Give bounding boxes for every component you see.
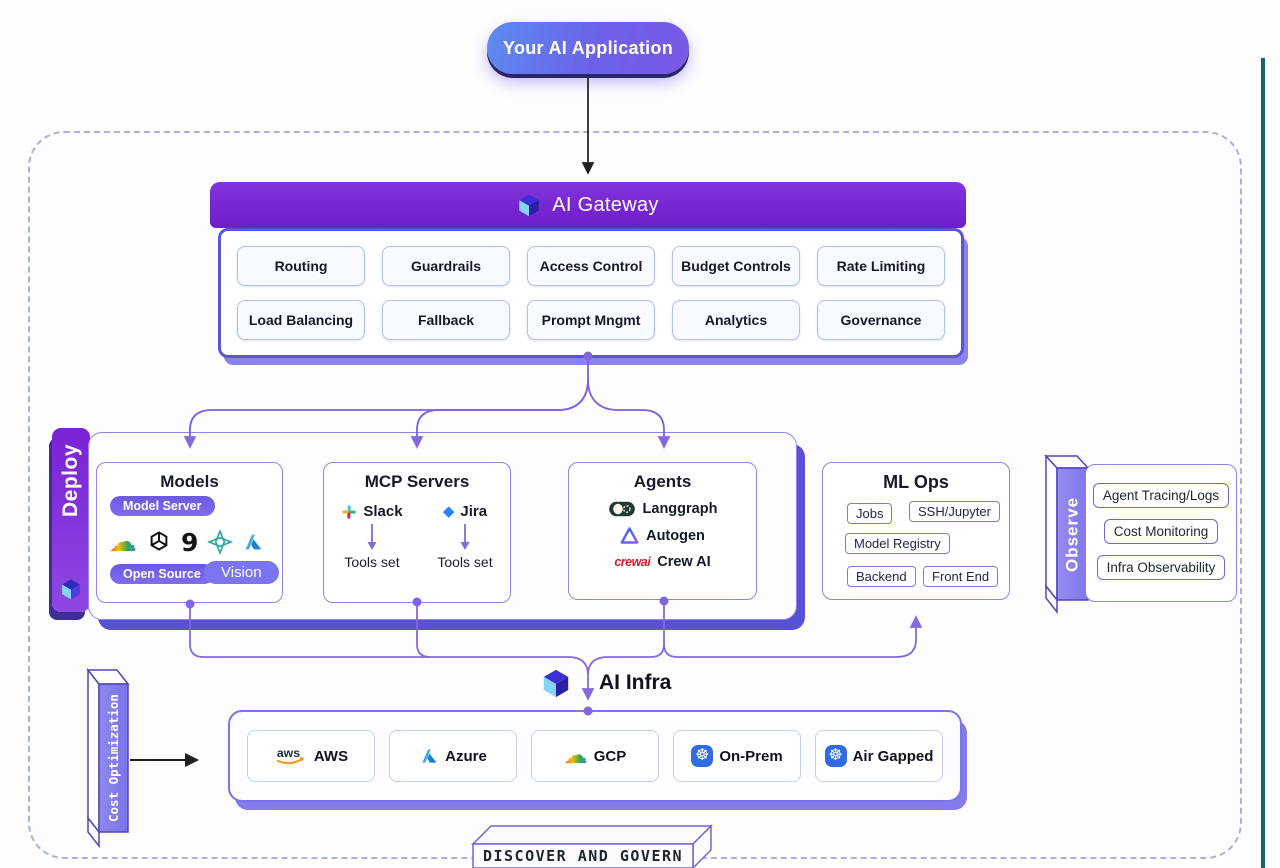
provider-azure: Azure — [389, 730, 517, 782]
deploy-side-bar: Deploy — [52, 428, 90, 612]
your-ai-application-pill: Your AI Application — [487, 22, 689, 74]
truefoundry-cube-icon — [62, 579, 80, 600]
mcp-server-jira: ◆ Jira Tools set — [437, 503, 492, 570]
agent-langgraph: Langgraph — [608, 501, 718, 517]
vision-badge: Vision — [204, 561, 279, 584]
agent-name: Autogen — [646, 527, 705, 544]
gateway-feature: Guardrails — [382, 246, 510, 286]
mcp-server-slack: Slack Tools set — [341, 503, 403, 570]
gateway-feature: Access Control — [527, 246, 655, 286]
kubernetes-icon: ☸ — [824, 745, 847, 767]
agent-autogen: Autogen — [620, 527, 705, 544]
mlops-chip: Front End — [923, 566, 999, 587]
observe-label: Observe — [1062, 496, 1082, 572]
observe-item: Infra Observability — [1096, 555, 1226, 580]
cost-optimization-bar-3d — [86, 667, 130, 849]
gateway-feature: Rate Limiting — [817, 246, 945, 286]
cost-optimization-label: Cost Optimization — [106, 694, 121, 822]
agent-name: Langgraph — [642, 501, 718, 517]
gateway-feature: Routing — [237, 246, 365, 286]
aws-icon: aws — [276, 746, 305, 765]
mlops-chip: Model Registry — [845, 533, 950, 554]
aws-logo-text: aws — [277, 746, 300, 760]
deploy-label: Deploy — [59, 444, 82, 518]
models-box: Models Model Server ☁ 9 Open Source Visi… — [96, 462, 283, 603]
crewai-icon: crewai — [614, 555, 651, 569]
discover-govern-box-3d — [471, 824, 713, 868]
tools-set-label: Tools set — [437, 554, 493, 570]
gateway-feature: Prompt Mngmt — [527, 300, 655, 340]
jira-icon: ◆ — [442, 503, 455, 520]
discover-govern-label: DISCOVER AND GOVERN — [482, 847, 684, 865]
truefoundry-cube-icon — [543, 669, 569, 698]
provider-name: GCP — [593, 747, 627, 765]
mcp-server-name: Jira — [460, 503, 488, 520]
ai-gateway-title: AI Gateway — [552, 193, 659, 216]
agent-name: Crew AI — [657, 554, 711, 570]
observe-item: Cost Monitoring — [1103, 519, 1219, 544]
model-provider-icons: ☁ 9 — [109, 527, 273, 557]
ai-infra-container: aws AWS Azure ☁ GCP ☸ On-Prem ☸ Air Gapp… — [228, 710, 962, 802]
down-arrow — [367, 524, 377, 550]
agents-title: Agents — [633, 472, 692, 491]
provider-aws: aws AWS — [247, 730, 375, 782]
azure-icon — [246, 534, 262, 550]
ai-infra-title: AI Infra — [599, 671, 672, 694]
autogen-icon — [620, 527, 639, 544]
openai-icon — [150, 531, 168, 551]
observe-box: Agent Tracing/Logs Cost Monitoring Infra… — [1085, 464, 1237, 602]
mlops-box: ML Ops Jobs SSH/Jupyter Model Registry B… — [822, 462, 1010, 600]
models-title: Models — [160, 472, 219, 491]
google-cloud-icon: ☁ — [109, 526, 137, 557]
slack-icon — [342, 504, 357, 519]
provider-name: Azure — [445, 747, 487, 765]
mlops-chip: Backend — [847, 566, 916, 587]
kubernetes-icon: ☸ — [691, 745, 714, 767]
mlops-chip: Jobs — [847, 503, 893, 524]
agent-crewai: crewai Crew AI — [614, 554, 710, 570]
agents-box: Agents Langgraph Autogen crewai — [568, 462, 757, 600]
gateway-feature: Load Balancing — [237, 300, 365, 340]
provider-name: AWS — [313, 747, 349, 765]
star-knot-model-icon — [207, 529, 234, 555]
mcp-servers-box: MCP Servers Slack Tools set — [323, 462, 511, 603]
model-server-badge: Model Server — [110, 496, 215, 516]
gateway-feature: Fallback — [382, 300, 510, 340]
azure-icon — [422, 749, 437, 763]
provider-air-gapped: ☸ Air Gapped — [815, 730, 943, 782]
ai-gateway-feature-grid: Routing Guardrails Access Control Budget… — [218, 228, 964, 358]
nine-model-icon: 9 — [181, 527, 199, 557]
gateway-feature: Budget Controls — [672, 246, 800, 286]
mcp-server-name: Slack — [363, 503, 403, 520]
gateway-feature: Governance — [817, 300, 945, 340]
observe-item: Agent Tracing/Logs — [1092, 483, 1230, 508]
provider-name: Air Gapped — [852, 747, 934, 765]
mlops-title: ML Ops — [883, 472, 949, 492]
open-source-badge: Open Source — [110, 564, 214, 584]
google-cloud-icon: ☁ — [563, 742, 588, 769]
ai-gateway-header: AI Gateway — [210, 182, 966, 228]
ai-infra-label: AI Infra — [541, 668, 671, 698]
page-edge-line — [1261, 58, 1265, 868]
provider-on-prem: ☸ On-Prem — [673, 730, 801, 782]
down-arrow — [460, 524, 470, 550]
gateway-feature: Analytics — [672, 300, 800, 340]
mcp-title: MCP Servers — [364, 472, 470, 491]
langgraph-icon — [608, 501, 635, 517]
truefoundry-cube-icon — [519, 194, 540, 217]
pill-label: Your AI Application — [502, 37, 674, 58]
tools-set-label: Tools set — [344, 554, 400, 570]
provider-name: On-Prem — [719, 747, 783, 765]
provider-gcp: ☁ GCP — [531, 730, 659, 782]
mlops-chip: SSH/Jupyter — [909, 501, 1000, 522]
